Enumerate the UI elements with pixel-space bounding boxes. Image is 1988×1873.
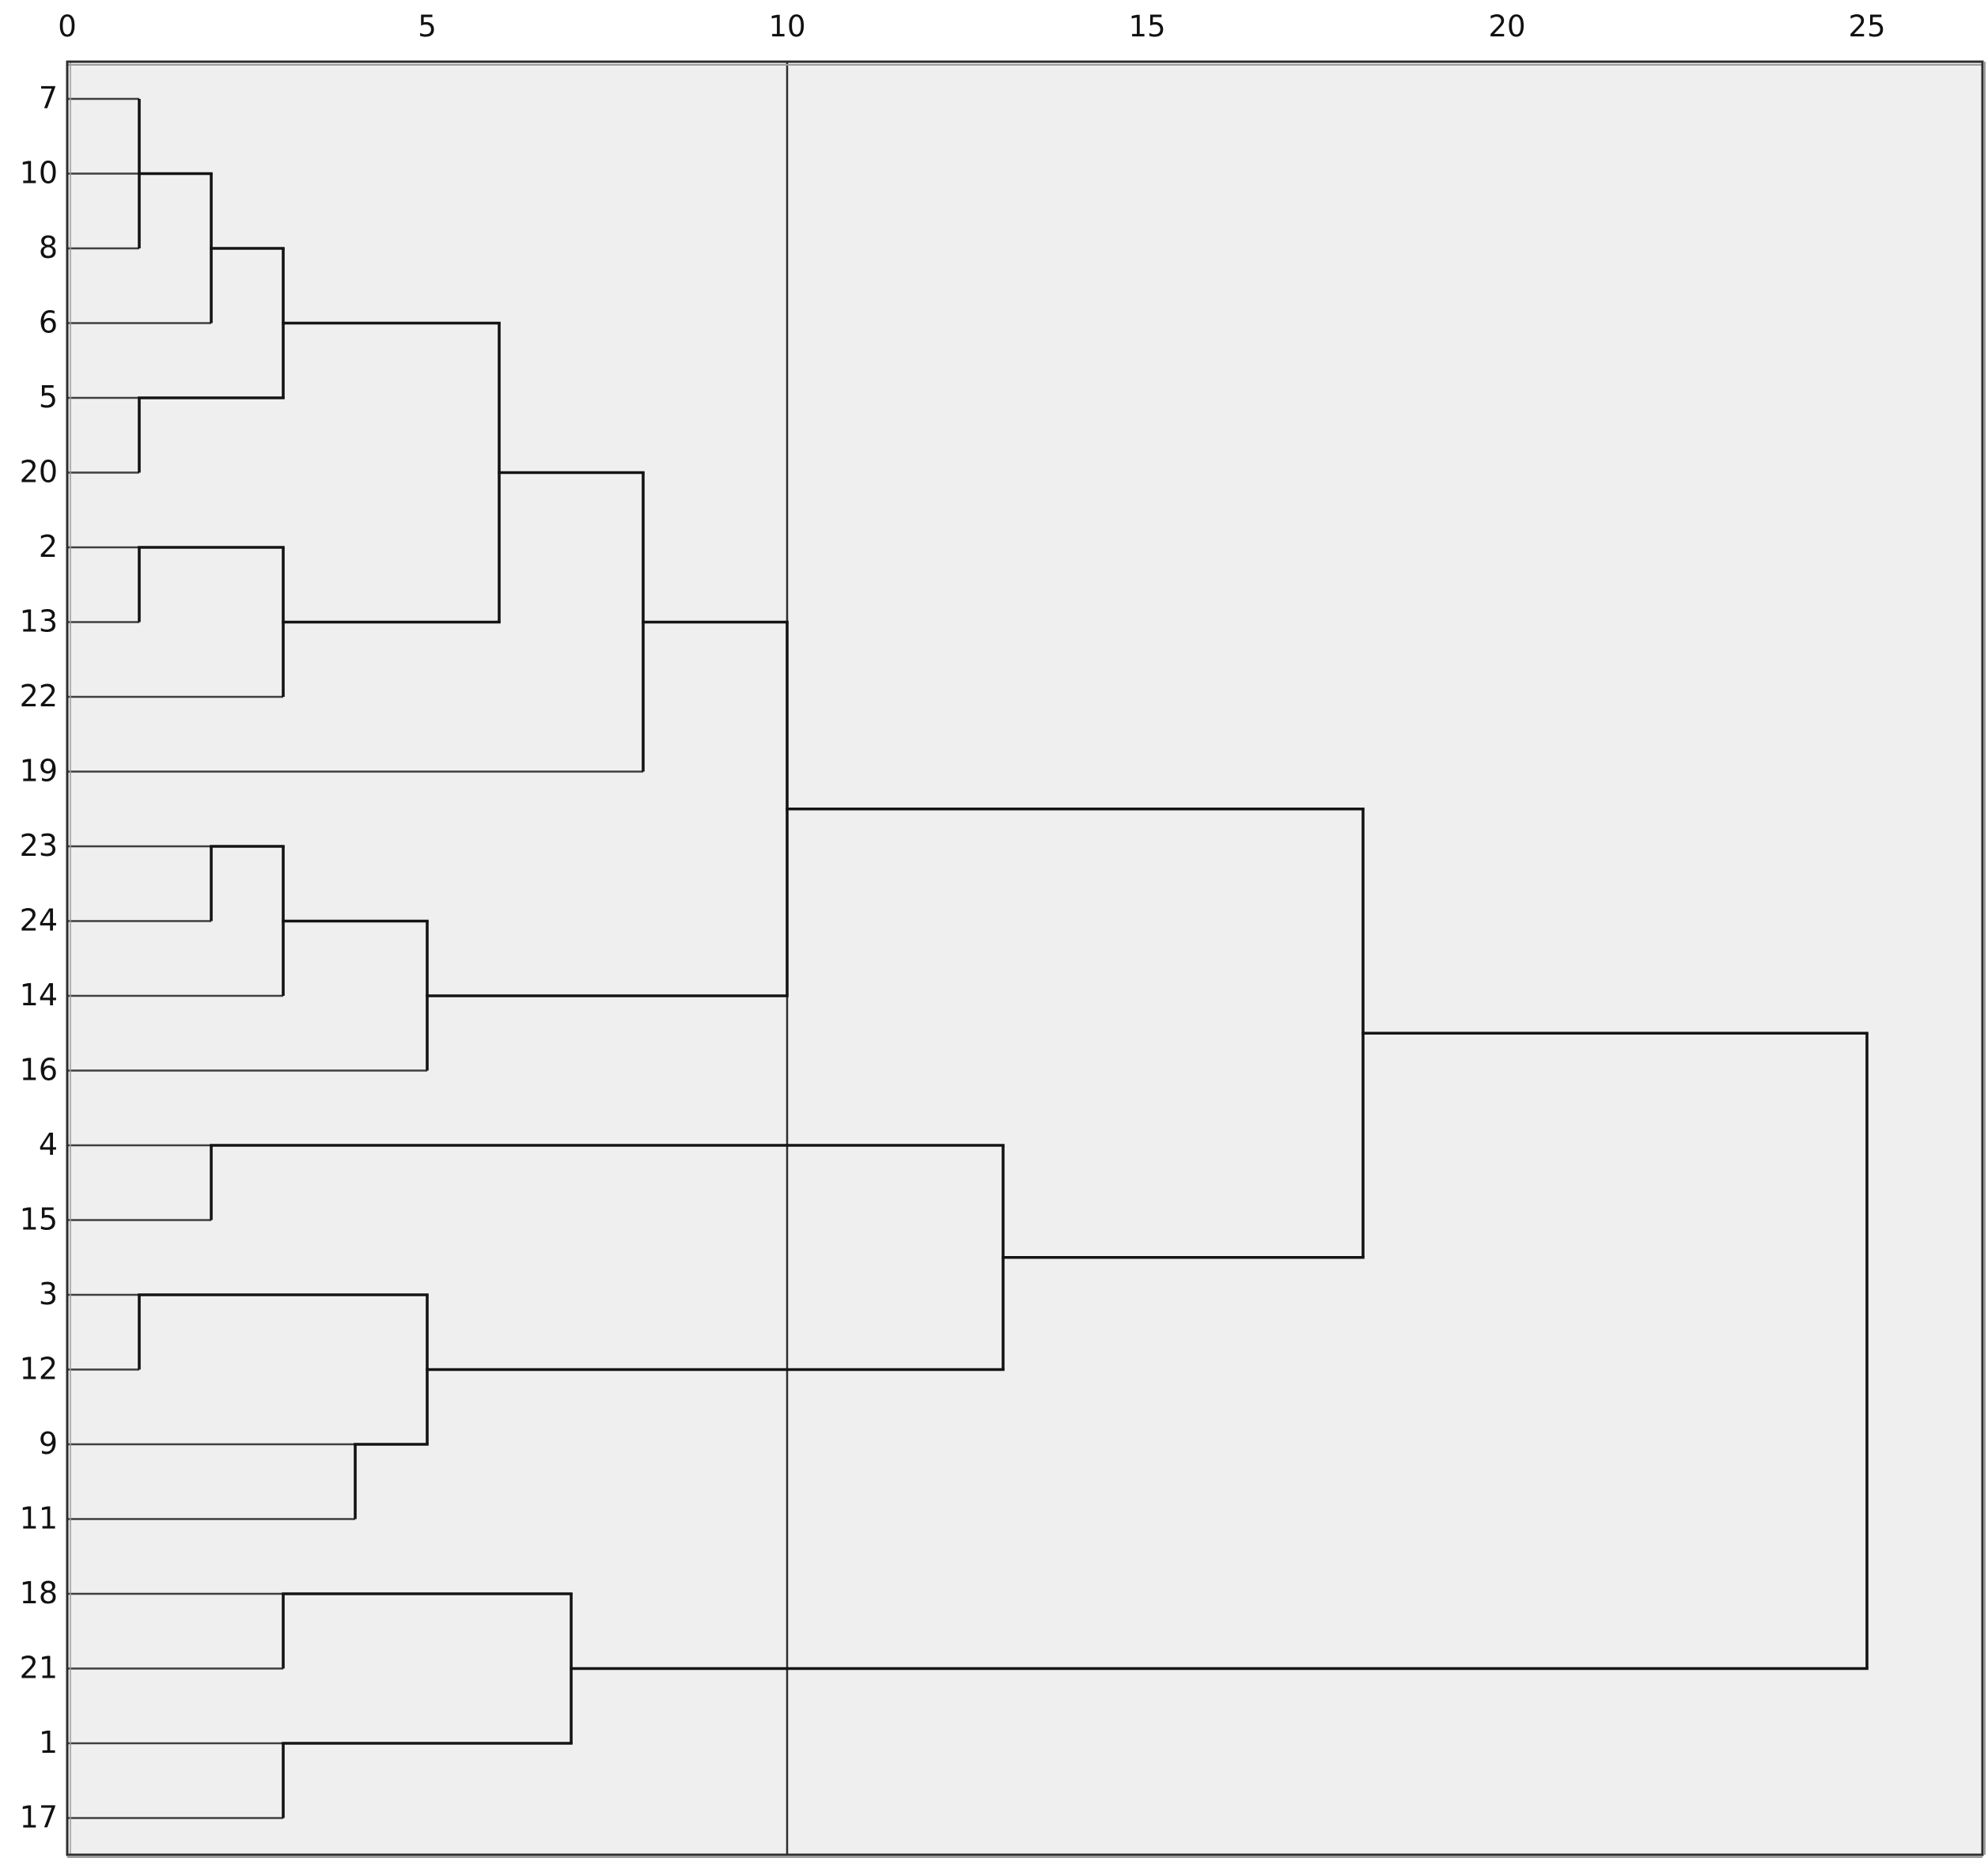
leaf-label: 10 (20, 156, 58, 191)
axis-tick-label: 0 (58, 9, 77, 44)
leaf-label: 18 (20, 1576, 58, 1610)
leaf-label: 14 (20, 978, 58, 1012)
leaf-label: 6 (39, 305, 58, 340)
leaf-label: 2 (39, 529, 58, 564)
leaf-label: 23 (20, 828, 58, 863)
axis-tick-label: 25 (1848, 9, 1885, 44)
leaf-label: 24 (20, 903, 58, 938)
leaf-label: 1 (39, 1725, 58, 1760)
leaf-label: 21 (20, 1651, 58, 1686)
leaf-label: 20 (20, 455, 58, 490)
leaf-label: 7 (39, 81, 58, 115)
leaf-label: 11 (20, 1501, 58, 1536)
leaf-label: 4 (39, 1127, 58, 1162)
plot-area (67, 62, 1982, 1855)
axis-tick-label: 15 (1128, 9, 1165, 44)
leaf-label: 19 (20, 754, 58, 789)
leaf-label: 15 (20, 1202, 58, 1237)
leaf-label: 22 (20, 679, 58, 713)
leaf-label: 5 (39, 380, 58, 414)
leaf-label: 9 (39, 1426, 58, 1461)
leaf-label: 16 (20, 1053, 58, 1088)
axis-tick-label: 10 (768, 9, 805, 44)
plot-border (66, 60, 1984, 1856)
leaf-label: 12 (20, 1352, 58, 1387)
leaf-label: 8 (39, 230, 58, 265)
axis-tick-label: 5 (418, 9, 437, 44)
leaf-label: 17 (20, 1800, 58, 1835)
axis-tick-label: 20 (1488, 9, 1525, 44)
leaf-label: 3 (39, 1277, 58, 1311)
leaf-label: 13 (20, 604, 58, 639)
